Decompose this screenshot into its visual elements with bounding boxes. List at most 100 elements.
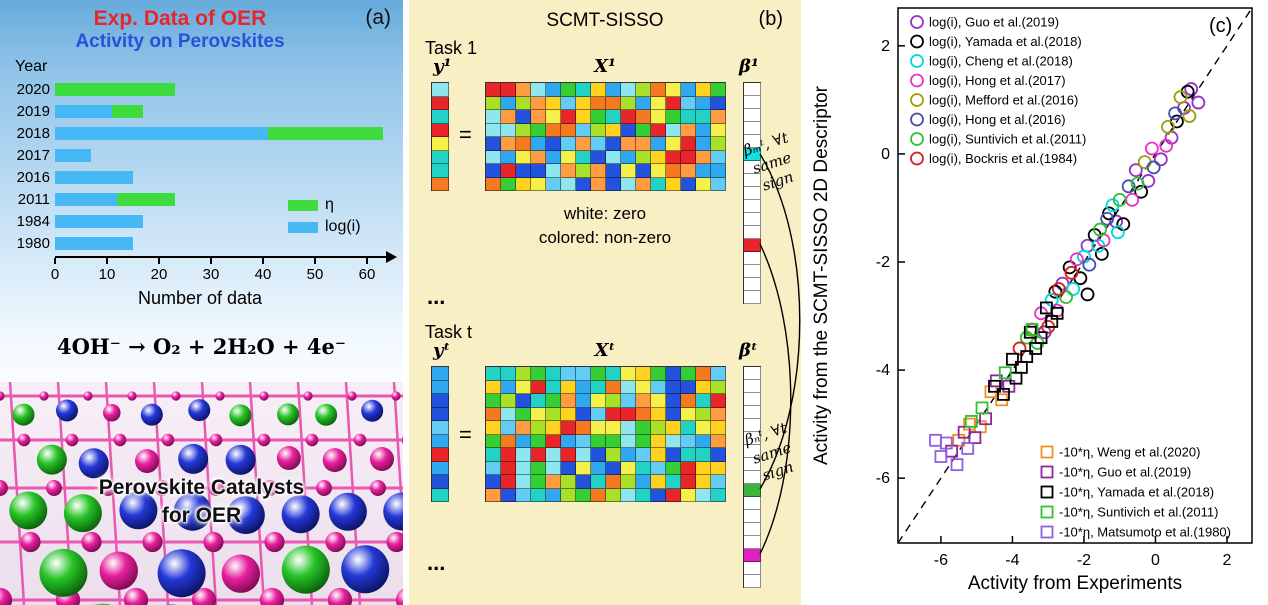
heatmap-cell — [606, 367, 621, 381]
panel-b-title: SCMT-SISSO — [546, 10, 664, 31]
scatter-point — [1112, 192, 1127, 207]
big-sphere — [173, 492, 212, 531]
heatmap-cell — [576, 123, 591, 137]
heatmap-cell — [531, 475, 546, 489]
heatmap-cell — [666, 83, 681, 97]
heatmap-cell — [546, 96, 561, 110]
heatmap-cell — [666, 164, 681, 178]
heatmap-cell — [546, 137, 561, 151]
heatmap-cell — [636, 110, 651, 124]
legend-row-eta: η — [288, 194, 361, 216]
heatmap-cell — [432, 164, 449, 178]
heatmap-cell — [621, 150, 636, 164]
legend-entry: log(i), Suntivich et al.(2011) — [929, 132, 1086, 147]
year-tick-label: 2019 — [16, 102, 50, 120]
heatmap-cell — [666, 448, 681, 462]
big-sphere — [226, 496, 265, 535]
heatmap-cell — [531, 83, 546, 97]
heatmap-cell — [636, 123, 651, 137]
heatmap-cell — [711, 448, 726, 462]
heatmap-cell — [621, 367, 636, 381]
scatter-point — [1012, 341, 1027, 356]
bar-segment — [55, 82, 175, 96]
y-tick-label: 2 — [881, 38, 890, 55]
heatmap-cell — [651, 434, 666, 448]
heatmap-cell — [651, 407, 666, 421]
heatmap-cell — [621, 83, 636, 97]
heatmap-cell — [696, 448, 711, 462]
heatmap-cell — [432, 123, 449, 137]
heatmap-cell — [576, 177, 591, 191]
scatter-point — [964, 415, 978, 428]
legend-marker-icon — [910, 34, 924, 49]
heatmap-cell — [696, 137, 711, 151]
heatmap-cell — [711, 150, 726, 164]
equals-sign-1: = — [459, 122, 472, 147]
beta-cell — [744, 122, 761, 135]
heatmap-cell — [681, 177, 696, 191]
beta-cell — [744, 213, 761, 226]
scatter-point — [998, 366, 1012, 380]
heatmap-cell — [432, 475, 449, 489]
scatter-point — [1093, 222, 1107, 237]
heatmap-cell — [591, 83, 606, 97]
beta-cell — [744, 200, 761, 213]
year-tick-label: 2018 — [16, 124, 50, 142]
heatmap-cell — [621, 448, 636, 462]
small-magenta-sphere — [259, 587, 285, 605]
curve-n — [759, 243, 792, 555]
x-tick-label: 40 — [254, 266, 272, 283]
small-magenta-sphere — [401, 436, 403, 444]
heatmap-cell — [651, 394, 666, 408]
heatmap-cell — [681, 461, 696, 475]
heatmap-cell — [666, 461, 681, 475]
year-tick-label: 1984 — [16, 212, 50, 230]
scatter-point — [1173, 90, 1188, 105]
heatmap-cell — [666, 434, 681, 448]
Xt-label: Xᵗ — [594, 340, 616, 361]
heatmap-cell — [636, 475, 651, 489]
legend-marker-icon — [910, 15, 924, 29]
panel-b: SCMT-SISSO (b) Task 1 y¹ = X¹ β¹ white: … — [409, 0, 801, 605]
legend-row-logi: log(i) — [288, 216, 361, 238]
x-tick-label: 2 — [1223, 552, 1232, 569]
scatter-point — [1064, 265, 1079, 280]
legend-entry: -10*η, Yamada et al.(2018) — [1059, 485, 1214, 500]
heatmap-cell — [516, 123, 531, 137]
big-sphere — [281, 495, 320, 534]
legend-entry: log(i), Mefford et al.(2016) — [929, 93, 1078, 108]
beta-cell — [744, 252, 761, 265]
heatmap-cell — [651, 123, 666, 137]
heatmap-cell — [486, 177, 501, 191]
small-magenta-sphere — [171, 391, 181, 401]
big-sphere — [361, 399, 384, 422]
legend-marker-icon — [910, 73, 924, 88]
heatmap-cell — [606, 394, 621, 408]
heatmap-cell — [636, 448, 651, 462]
small-magenta-sphere — [0, 480, 8, 496]
bar-track — [55, 104, 144, 118]
yt-vector — [431, 366, 449, 502]
legend-entry: log(i), Hong et al.(2016) — [929, 112, 1066, 127]
heatmap-cell — [711, 475, 726, 489]
scatter-point — [1161, 119, 1175, 134]
beta-cell — [744, 575, 761, 588]
heatmap-cell — [606, 434, 621, 448]
heatmap-cell — [576, 461, 591, 475]
heatmap-cell — [501, 421, 516, 435]
bar-track — [55, 82, 175, 96]
legend-entry: log(i), Bockris et al.(1984) — [929, 151, 1077, 166]
x-tick-label: -4 — [1005, 552, 1019, 569]
scatter-point — [1184, 82, 1199, 96]
heatmap-cell — [546, 110, 561, 124]
heatmap-cell — [486, 421, 501, 435]
heatmap-cell — [432, 434, 449, 448]
heatmap-cell — [501, 177, 516, 191]
heatmap-cell — [576, 407, 591, 421]
yt-label: yᵗ — [433, 340, 451, 361]
bar-row: 1984 — [10, 210, 400, 232]
heatmap-cell — [516, 367, 531, 381]
heatmap-cell — [516, 421, 531, 435]
x-axis-label: Activity from Experiments — [968, 573, 1182, 594]
small-magenta-sphere — [215, 391, 225, 401]
